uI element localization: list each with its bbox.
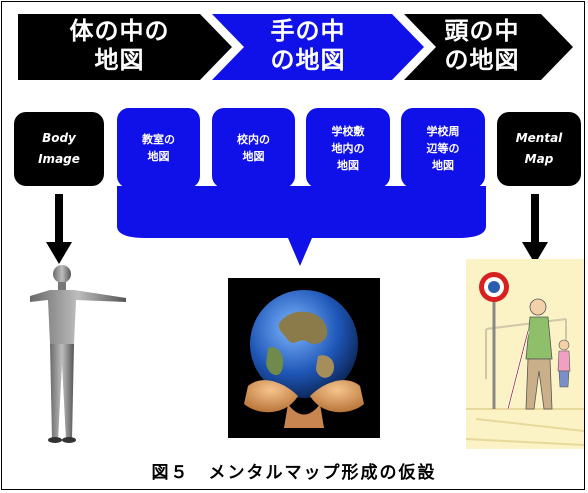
box-classroom-map: 教室の 地図 bbox=[117, 108, 200, 188]
box-school-interior-map: 校内の 地図 bbox=[212, 108, 295, 188]
step-arrow-hand bbox=[212, 14, 424, 80]
step-arrow-head bbox=[404, 14, 573, 80]
box-school-surroundings-map: 学校周 辺等の 地図 bbox=[401, 108, 485, 188]
box-mental-map: Mental Map bbox=[497, 112, 581, 186]
person-with-cane-illustration bbox=[466, 259, 584, 449]
step-label-head: 頭の中 の地図 bbox=[444, 17, 520, 74]
blue-brace bbox=[117, 186, 486, 266]
step-label-hand: 手の中 の地図 bbox=[270, 17, 346, 74]
header-arrow-band bbox=[18, 14, 573, 80]
down-arrow-left bbox=[46, 194, 72, 264]
globe-in-hands bbox=[228, 278, 380, 438]
figure-caption: 図５ メンタルマップ形成の仮設 bbox=[151, 463, 437, 483]
box-body-image: Body Image bbox=[14, 112, 104, 186]
box-school-grounds-map: 学校敷 地内の 地図 bbox=[306, 108, 390, 188]
step-arrow-body bbox=[18, 14, 232, 80]
body-image-figure bbox=[30, 265, 126, 443]
down-arrow-right bbox=[522, 194, 548, 264]
step-label-body: 体の中の 地図 bbox=[69, 17, 170, 74]
